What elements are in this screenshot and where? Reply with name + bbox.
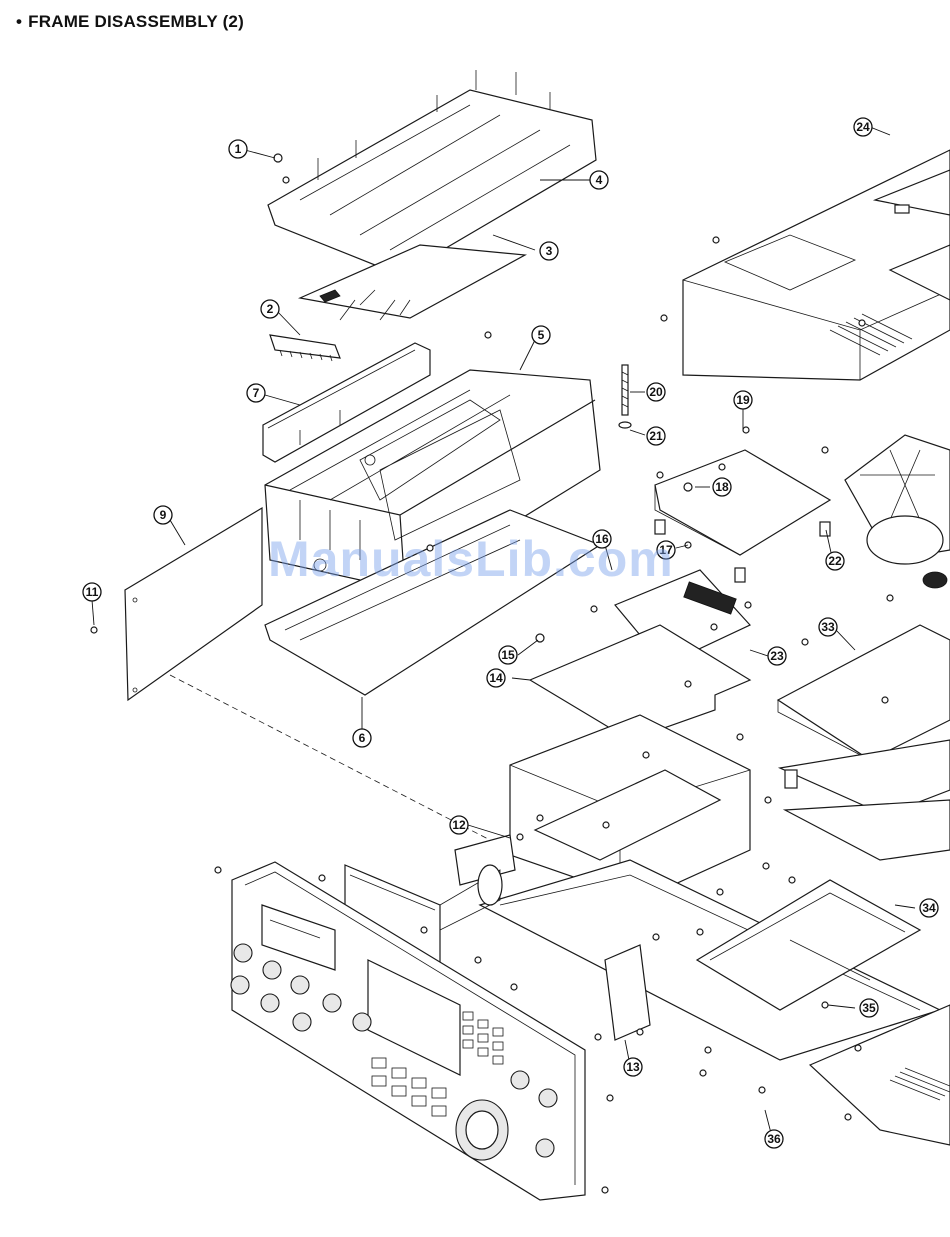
callout-33: 33 bbox=[819, 618, 837, 636]
callout-9: 9 bbox=[154, 506, 172, 524]
svg-text:1: 1 bbox=[235, 142, 242, 156]
svg-text:19: 19 bbox=[736, 393, 750, 407]
svg-text:20: 20 bbox=[649, 385, 663, 399]
callout-7: 7 bbox=[247, 384, 265, 402]
svg-text:33: 33 bbox=[821, 620, 835, 634]
callout-23: 23 bbox=[768, 647, 786, 665]
svg-text:3: 3 bbox=[546, 244, 553, 258]
callout-12: 12 bbox=[450, 816, 468, 834]
svg-text:2: 2 bbox=[267, 302, 274, 316]
svg-text:36: 36 bbox=[767, 1132, 781, 1146]
callout-11: 11 bbox=[83, 583, 101, 601]
callout-22: 22 bbox=[826, 552, 844, 570]
callout-35: 35 bbox=[860, 999, 878, 1017]
callout-15: 15 bbox=[499, 646, 517, 664]
svg-text:23: 23 bbox=[770, 649, 784, 663]
top-case bbox=[683, 150, 950, 380]
callout-18: 18 bbox=[713, 478, 731, 496]
callout-36: 36 bbox=[765, 1130, 783, 1148]
callout-14: 14 bbox=[487, 669, 505, 687]
watermark: ManualsLib.com bbox=[268, 530, 674, 588]
ic-chip bbox=[270, 335, 340, 361]
svg-text:35: 35 bbox=[862, 1001, 876, 1015]
callout-6: 6 bbox=[353, 729, 371, 747]
svg-text:12: 12 bbox=[452, 818, 466, 832]
callout-4: 4 bbox=[590, 171, 608, 189]
svg-text:11: 11 bbox=[86, 585, 99, 599]
main-tuning-dial bbox=[456, 1100, 508, 1160]
callout-21: 21 bbox=[647, 427, 665, 445]
unit-stack-33 bbox=[778, 625, 950, 860]
callout-34: 34 bbox=[920, 899, 938, 917]
svg-text:34: 34 bbox=[922, 901, 936, 915]
svg-text:15: 15 bbox=[501, 648, 515, 662]
svg-text:6: 6 bbox=[359, 731, 366, 745]
svg-text:18: 18 bbox=[715, 480, 729, 494]
svg-text:7: 7 bbox=[253, 386, 260, 400]
pcb-unit-18 bbox=[655, 450, 830, 582]
callout-20: 20 bbox=[647, 383, 665, 401]
svg-text:21: 21 bbox=[649, 429, 663, 443]
callout-5: 5 bbox=[532, 326, 550, 344]
callout-13: 13 bbox=[624, 1058, 642, 1076]
svg-text:13: 13 bbox=[626, 1060, 640, 1074]
svg-text:9: 9 bbox=[160, 508, 167, 522]
callout-2: 2 bbox=[261, 300, 279, 318]
callout-1: 1 bbox=[229, 140, 247, 158]
svg-text:14: 14 bbox=[489, 671, 503, 685]
callout-3: 3 bbox=[540, 242, 558, 260]
svg-text:4: 4 bbox=[596, 173, 603, 187]
svg-text:22: 22 bbox=[828, 554, 842, 568]
svg-text:24: 24 bbox=[856, 120, 870, 134]
long-screw bbox=[619, 365, 631, 428]
insulating-plate bbox=[300, 245, 525, 320]
speaker bbox=[845, 435, 950, 588]
callout-24: 24 bbox=[854, 118, 872, 136]
callout-19: 19 bbox=[734, 391, 752, 409]
svg-text:5: 5 bbox=[538, 328, 545, 342]
